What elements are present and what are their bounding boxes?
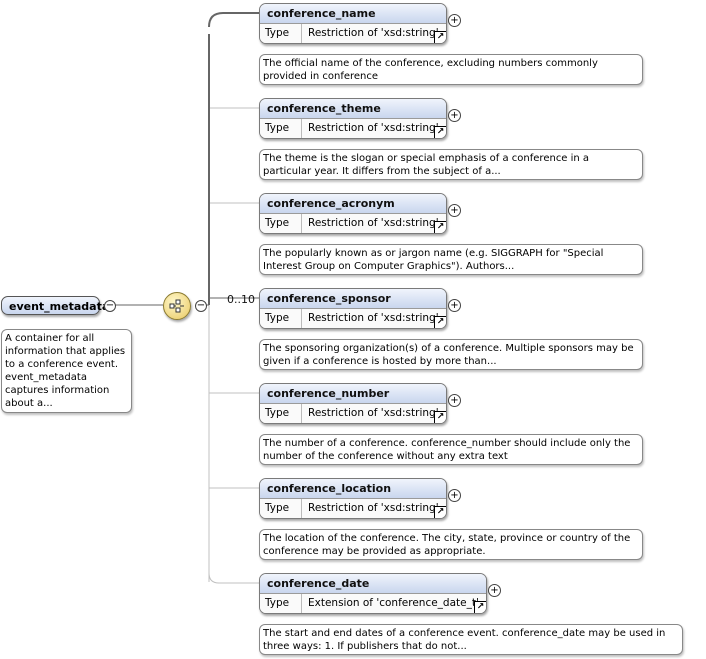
type-link-icon[interactable]: ↗	[434, 316, 446, 328]
sequence-compositor-icon[interactable]	[163, 292, 191, 320]
type-link-icon[interactable]: ↗	[434, 411, 446, 423]
expand-icon[interactable]: +	[488, 584, 501, 597]
element-documentation: The start and end dates of a conference …	[259, 624, 683, 655]
sequence-collapse-icon[interactable]: −	[195, 300, 207, 312]
element-type-row: Type Restriction of 'xsd:string'↗	[260, 309, 446, 328]
sequence-glyph-icon	[169, 299, 184, 313]
element-name: conference_number	[260, 384, 446, 404]
root-collapse-icon[interactable]: −	[104, 300, 116, 312]
expand-icon[interactable]: +	[448, 14, 461, 27]
element-documentation: The official name of the conference, exc…	[259, 54, 643, 85]
type-value: Restriction of 'xsd:string'	[308, 217, 439, 229]
element-type-row: Type Restriction of 'xsd:string'↗	[260, 119, 446, 138]
element-name: conference_name	[260, 4, 446, 24]
expand-icon[interactable]: +	[448, 299, 461, 312]
element-documentation: The sponsoring organization(s) of a conf…	[259, 339, 643, 370]
expand-icon[interactable]: +	[448, 204, 461, 217]
element-name: conference_acronym	[260, 194, 446, 214]
element-name: conference_date	[260, 574, 486, 594]
element-documentation: The theme is the slogan or special empha…	[259, 149, 643, 180]
element-type-row: Type Restriction of 'xsd:string'↗	[260, 24, 446, 43]
type-link-icon[interactable]: ↗	[434, 126, 446, 138]
root-element-name: event_metadata	[9, 300, 110, 313]
connector-line	[208, 12, 259, 28]
occurrence-label: 0..10	[227, 293, 255, 306]
type-label: Type	[260, 24, 302, 43]
element-type-row: Type Restriction of 'xsd:string'↗	[260, 404, 446, 423]
element-name: conference_location	[260, 479, 446, 499]
expand-icon[interactable]: +	[448, 489, 461, 502]
element-documentation: The number of a conference. conference_n…	[259, 434, 643, 465]
element-name: conference_theme	[260, 99, 446, 119]
element-documentation: The popularly known as or jargon name (e…	[259, 244, 643, 275]
type-label: Type	[260, 499, 302, 518]
type-value: Restriction of 'xsd:string'	[308, 122, 439, 134]
element-type-row: Type Restriction of 'xsd:string'↗	[260, 214, 446, 233]
element-type-row: Type Restriction of 'xsd:string'↗	[260, 499, 446, 518]
expand-icon[interactable]: +	[448, 109, 461, 122]
type-label: Type	[260, 119, 302, 138]
type-label: Type	[260, 309, 302, 328]
connector-line	[208, 572, 259, 584]
root-element-event-metadata[interactable]: event_metadata	[1, 296, 109, 315]
expand-icon[interactable]: +	[448, 394, 461, 407]
type-value: Restriction of 'xsd:string'	[308, 502, 439, 514]
type-label: Type	[260, 214, 302, 233]
element-documentation: The location of the conference. The city…	[259, 529, 643, 560]
type-value: Restriction of 'xsd:string'	[308, 27, 439, 39]
root-documentation: A container for all information that app…	[1, 329, 132, 413]
element-name: conference_sponsor	[260, 289, 446, 309]
element-type-row: Type Extension of 'conference_date_t'↗	[260, 594, 486, 613]
type-value: Restriction of 'xsd:string'	[308, 407, 439, 419]
type-link-icon[interactable]: ↗	[434, 506, 446, 518]
type-label: Type	[260, 594, 302, 613]
type-link-icon[interactable]: ↗	[434, 31, 446, 43]
type-link-icon[interactable]: ↗	[474, 601, 486, 613]
type-value: Restriction of 'xsd:string'	[308, 312, 439, 324]
type-label: Type	[260, 404, 302, 423]
type-value: Extension of 'conference_date_t'	[308, 597, 479, 609]
type-link-icon[interactable]: ↗	[434, 221, 446, 233]
